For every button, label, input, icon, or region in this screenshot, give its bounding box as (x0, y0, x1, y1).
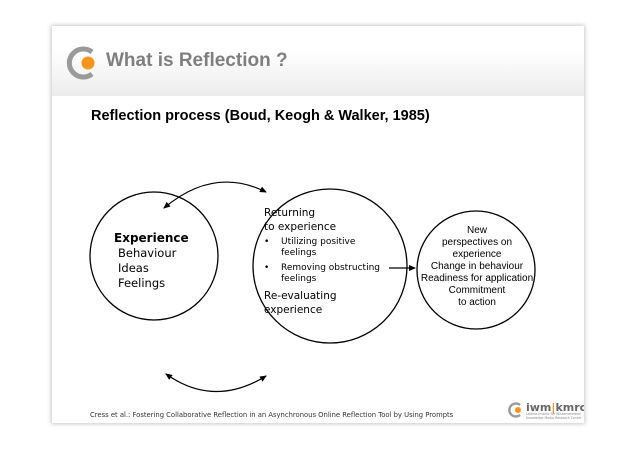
bullet-symbol-2: • (264, 263, 270, 273)
brand-separator: | (551, 401, 556, 414)
experience-item-feelings: Feelings (118, 276, 166, 290)
process-diagram (89, 181, 536, 393)
bullet-1-line-2: feelings (281, 248, 317, 258)
bottom-curved-arrow-icon (165, 373, 267, 393)
experience-circle (89, 191, 219, 321)
bullet-2-line-1: Removing obstructing (281, 263, 380, 273)
experience-item-behaviour: Behaviour (118, 246, 177, 260)
footer-citation: Cress et al.: Fostering Collaborative Re… (90, 411, 454, 419)
brand-tagline: Leibniz-Institut für Wissensmedien Knowl… (526, 412, 582, 420)
outcome-line-7: to action (458, 297, 496, 308)
bullet-1-line-1: Utilizing positive (281, 237, 356, 247)
top-curved-arrow-icon (163, 181, 267, 209)
outcome-line-4: Change in behaviour (430, 261, 524, 272)
reevaluating-line-2: experience (264, 304, 323, 316)
brand-name: iwm|kmrc (526, 401, 584, 414)
outcome-line-3: experience (452, 249, 502, 260)
outcome-line-6: Commitment (448, 285, 506, 296)
returning-line-2: to experience (264, 221, 337, 233)
title-band (52, 26, 584, 96)
brand-ring-icon (508, 402, 521, 418)
bullet-symbol-1: • (264, 237, 270, 247)
bullet-2-line-2: feelings (281, 274, 317, 284)
outcomes-circle (416, 210, 536, 330)
brand-right: kmrc (555, 401, 584, 414)
brand-left: iwm (526, 401, 552, 414)
outcome-line-5: Readiness for application (420, 273, 534, 284)
slide-subtitle: Reflection process (Boud, Keogh & Walker… (91, 108, 430, 124)
logo-icon (66, 46, 95, 80)
experience-item-ideas: Ideas (118, 261, 149, 275)
process-circle (252, 188, 408, 344)
outcome-line-2: perspectives on (441, 237, 513, 248)
brand-logo: iwm|kmrc Leibniz-Institut für Wissensmed… (508, 400, 584, 422)
reevaluating-line-1: Re-evaluating (264, 290, 337, 302)
returning-line-1: Returning (264, 207, 316, 219)
slide: What is Reflection ? Reflection process … (52, 26, 584, 423)
outcome-line-1: New (466, 225, 487, 236)
experience-heading: Experience (114, 231, 189, 245)
slide-title: What is Reflection ? (106, 50, 288, 71)
